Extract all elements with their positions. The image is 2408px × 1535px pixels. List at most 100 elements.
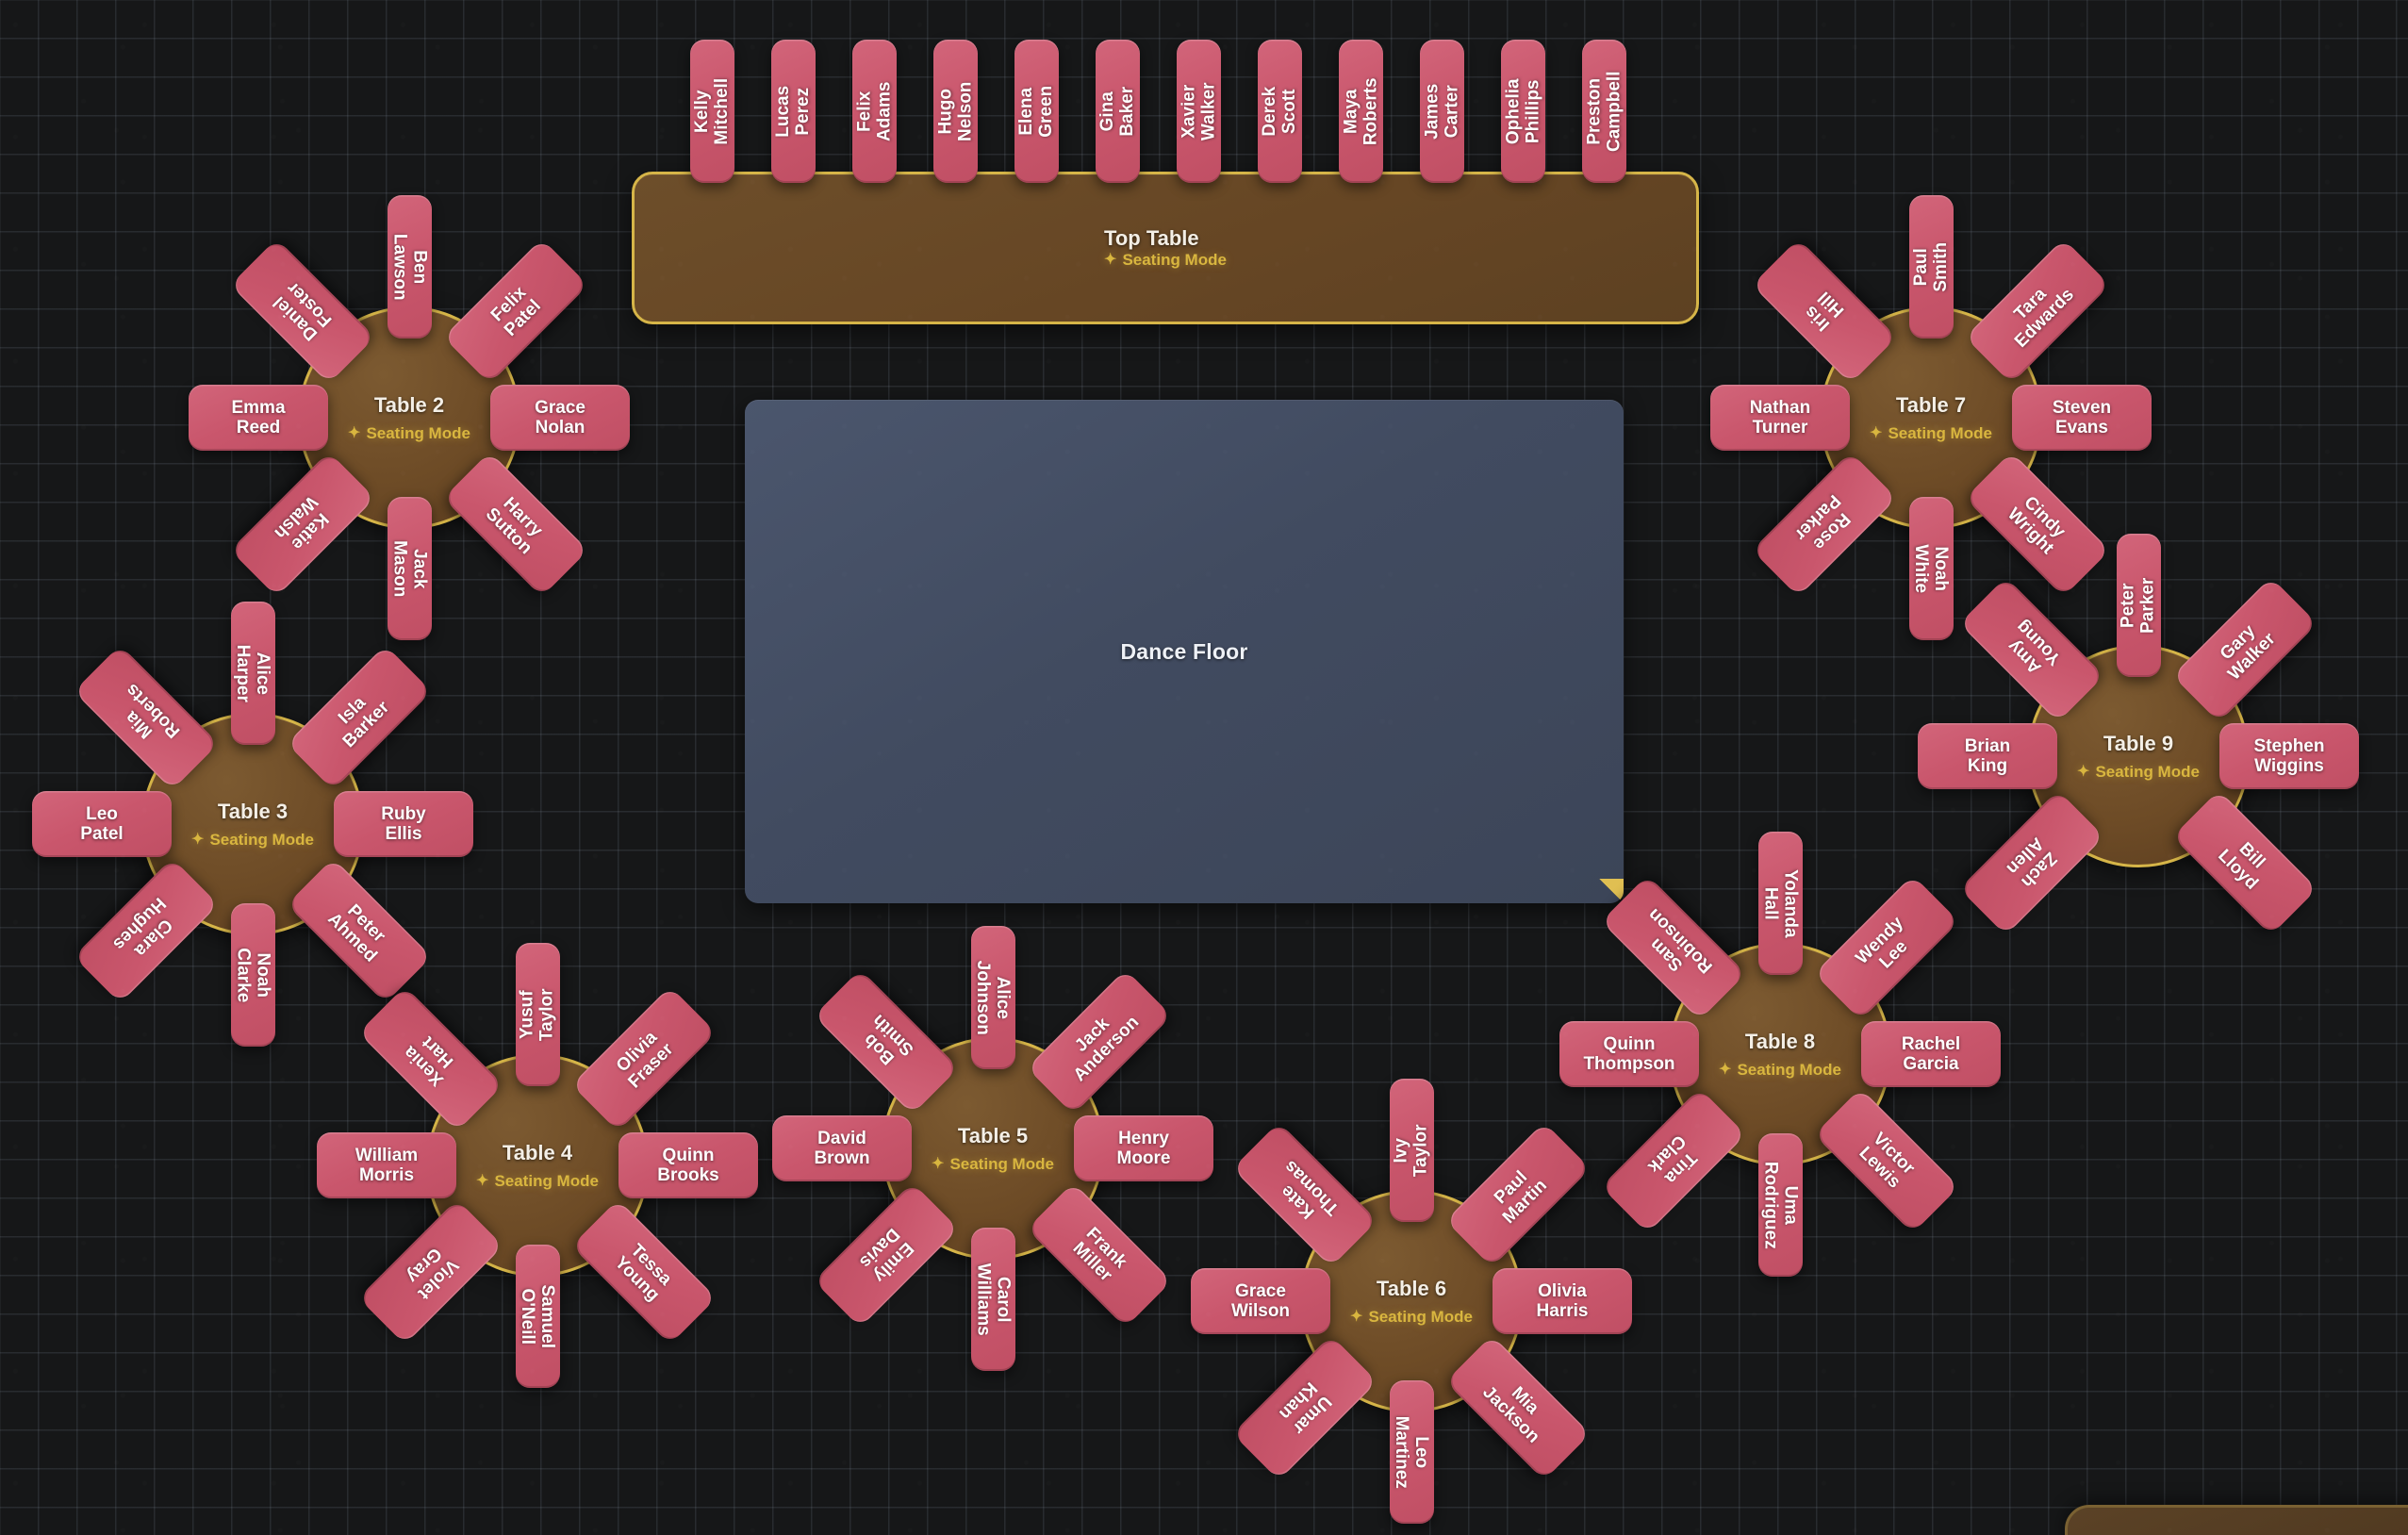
guest-chip[interactable]: Paul Smith	[1908, 195, 1954, 338]
guest-name: Elena Green	[1016, 85, 1057, 138]
top-table[interactable]: Top Table✦Seating Mode	[632, 172, 1699, 324]
guest-chip[interactable]: Yolanda Hall	[1757, 832, 1803, 975]
guest-chip[interactable]: Ophelia Phillips	[1501, 40, 1545, 183]
guest-chip[interactable]: Quinn Thompson	[1559, 1021, 1699, 1087]
guest-name: Tara Edwards	[2010, 284, 2078, 352]
guest-name: Harry Sutton	[482, 493, 547, 559]
guest-chip[interactable]: Alice Harper	[230, 602, 275, 745]
guest-name: Steven Evans	[2052, 397, 2112, 437]
guest-chip[interactable]: Maya Roberts	[1339, 40, 1383, 183]
guest-name: Brian King	[1964, 735, 2011, 776]
guest-name: Nathan Turner	[1749, 397, 1811, 437]
guest-chip[interactable]: Noah White	[1908, 497, 1954, 640]
guest-name: James Carter	[1422, 83, 1462, 140]
guest-chip[interactable]: Yusuf Taylor	[515, 943, 560, 1086]
guest-name: Emma Reed	[231, 397, 286, 437]
guest-chip[interactable]: Grace Nolan	[490, 385, 630, 451]
guest-chip[interactable]: Brian King	[1918, 723, 2057, 789]
guest-chip[interactable]: Kelly Mitchell	[690, 40, 734, 183]
guest-name: Carol Williams	[973, 1263, 1014, 1336]
guest-name: Leo Patel	[80, 803, 124, 844]
guest-chip[interactable]: William Morris	[317, 1132, 456, 1198]
guest-name: Felix Adams	[854, 81, 895, 141]
guest-chip[interactable]: Ivy Taylor	[1389, 1079, 1434, 1222]
guest-chip[interactable]: Rachel Garcia	[1861, 1021, 2001, 1087]
guest-name: Xavier Walker	[1179, 82, 1219, 140]
guest-name: Jack Mason	[389, 539, 430, 598]
guest-chip[interactable]: Felix Adams	[852, 40, 897, 183]
guest-name: Felix Patel	[487, 282, 546, 340]
guest-chip[interactable]: Gina Baker	[1096, 40, 1140, 183]
guest-chip[interactable]: Preston Campbell	[1582, 40, 1626, 183]
guest-chip[interactable]: Leo Patel	[32, 791, 172, 857]
guest-chip[interactable]: Jack Mason	[387, 497, 432, 640]
dance-floor-resize-handle[interactable]	[1599, 879, 1624, 903]
guest-name: Quinn Thompson	[1583, 1033, 1675, 1074]
guest-name: Violet Gray	[402, 1243, 463, 1304]
seating-mode-badge: ✦Seating Mode	[1104, 251, 1227, 270]
guest-name: Victor Lewis	[1855, 1129, 1920, 1193]
guest-name: Frank Miller	[1068, 1223, 1131, 1286]
guest-name: Noah Clarke	[233, 947, 273, 1003]
guest-chip[interactable]: Alice Johnson	[970, 926, 1015, 1069]
guest-name: Lucas Perez	[773, 85, 814, 138]
guest-chip[interactable]: Peter Parker	[2116, 534, 2161, 677]
guest-name: Sam Robinson	[1643, 904, 1717, 977]
guest-chip[interactable]: Uma Rodriguez	[1757, 1133, 1803, 1277]
guest-chip[interactable]: Elena Green	[1014, 40, 1059, 183]
guest-name: Yusuf Taylor	[517, 988, 558, 1041]
guest-name: Henry Moore	[1116, 1128, 1171, 1168]
guest-name: Mia Jackson	[1478, 1382, 1544, 1447]
guest-chip[interactable]: Carol Williams	[970, 1228, 1015, 1371]
sparkle-icon: ✦	[1104, 252, 1117, 268]
guest-name: Kelly Mitchell	[692, 77, 733, 145]
guest-chip[interactable]: Noah Clarke	[230, 903, 275, 1047]
dance-floor[interactable]: Dance Floor	[745, 400, 1624, 903]
guest-name: Umar Khan	[1275, 1378, 1336, 1439]
guest-chip[interactable]: Quinn Brooks	[618, 1132, 758, 1198]
guest-name: Peter Ahmed	[323, 900, 389, 966]
guest-name: Olivia Fraser	[612, 1027, 678, 1093]
guest-chip[interactable]: David Brown	[772, 1115, 912, 1181]
guest-name: Zach Allen	[2002, 833, 2061, 892]
guest-name: Olivia Harris	[1536, 1280, 1589, 1321]
guest-chip[interactable]: Grace Wilson	[1191, 1268, 1330, 1334]
guest-chip[interactable]: Hugo Nelson	[933, 40, 978, 183]
guest-name: Kate Thomas	[1277, 1156, 1344, 1223]
guest-name: Hugo Nelson	[935, 81, 976, 141]
guest-name: Katie Walsh	[270, 491, 333, 554]
guest-chip[interactable]: Ruby Ellis	[334, 791, 473, 857]
guest-chip[interactable]: Emma Reed	[189, 385, 328, 451]
guest-name: Amy Young	[2004, 616, 2066, 678]
partially-visible-table[interactable]	[2065, 1505, 2408, 1535]
guest-chip[interactable]: Olivia Harris	[1493, 1268, 1632, 1334]
guest-chip[interactable]: Samuel O'Neill	[515, 1245, 560, 1388]
guest-chip[interactable]: Leo Martinez	[1389, 1380, 1434, 1524]
guest-chip[interactable]: Steven Evans	[2012, 385, 2152, 451]
guest-chip[interactable]: Lucas Perez	[771, 40, 816, 183]
guest-name: Bill Lloyd	[2214, 838, 2269, 894]
guest-name: Derek Scott	[1260, 86, 1300, 137]
guest-chip[interactable]: Stephen Wiggins	[2219, 723, 2359, 789]
guest-name: Wendy Lee	[1852, 912, 1912, 973]
guest-name: Xenia Hart	[399, 1032, 458, 1090]
guest-name: Mia Roberts	[121, 679, 185, 743]
guest-name: Yolanda Hall	[1760, 868, 1801, 938]
guest-chip[interactable]: Ben Lawson	[387, 195, 432, 338]
guest-name: Ben Lawson	[389, 233, 430, 301]
guest-name: Gina Baker	[1097, 86, 1138, 137]
guest-chip[interactable]: James Carter	[1420, 40, 1464, 183]
guest-chip[interactable]: Derek Scott	[1258, 40, 1302, 183]
guest-chip[interactable]: Xavier Walker	[1177, 40, 1221, 183]
guest-name: Emily Davis	[855, 1224, 917, 1287]
guest-name: Grace Wilson	[1230, 1280, 1291, 1321]
dance-floor-label: Dance Floor	[1120, 638, 1248, 664]
guest-name: Paul Martin	[1490, 1166, 1552, 1228]
guest-name: Leo Martinez	[1392, 1415, 1432, 1489]
guest-name: Alice Johnson	[973, 960, 1014, 1035]
table-name-label: Top Table	[1104, 226, 1199, 250]
guest-chip[interactable]: Henry Moore	[1074, 1115, 1213, 1181]
guest-name: Ruby Ellis	[381, 803, 426, 844]
guest-chip[interactable]: Nathan Turner	[1710, 385, 1850, 451]
